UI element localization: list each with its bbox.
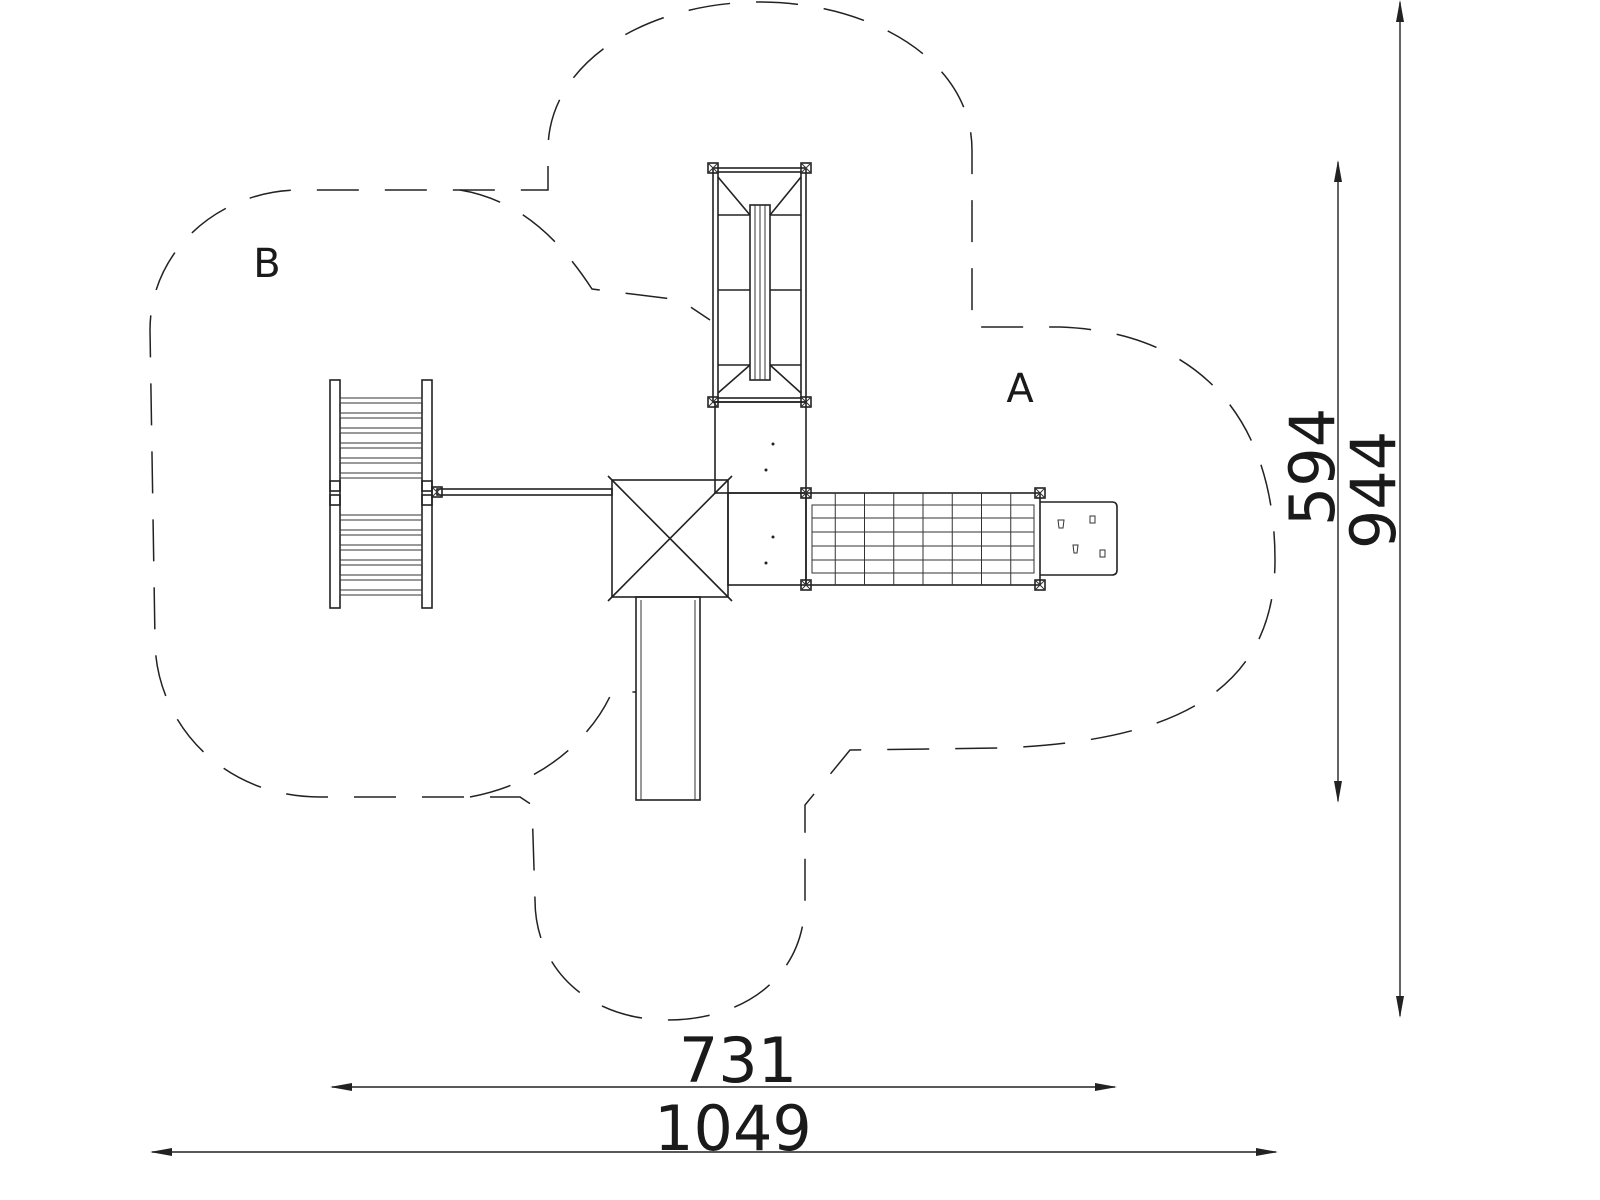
post-icon [707, 162, 719, 174]
climbing-wall [1040, 501, 1118, 576]
dimension-inner-height: 594 [1276, 160, 1349, 803]
safety-zone-outline [149, 1, 1276, 1021]
ladder-rung [339, 544, 423, 551]
ladder-rung [339, 514, 423, 521]
ladder-rung [339, 472, 423, 479]
ladder-rung [339, 529, 423, 536]
ladder-rung [339, 589, 423, 596]
dimension-outer-width: 1049 [150, 1092, 1278, 1165]
post-icon [1034, 487, 1046, 499]
dimension-inner-width: 731 [330, 1024, 1117, 1097]
ladder-rung [339, 397, 423, 404]
upper-frame-structure [707, 162, 812, 408]
dimension-label: 731 [679, 1024, 797, 1097]
ladder-rung [339, 442, 423, 449]
ladder-rung [339, 559, 423, 566]
ladder-rung [339, 457, 423, 464]
ladder-rung [339, 574, 423, 581]
roofed-tower [607, 475, 733, 602]
dimension-label: 594 [1276, 408, 1349, 526]
horizontal-bar [431, 486, 613, 498]
post-icon [1034, 579, 1046, 591]
net-bridge [800, 487, 1046, 591]
post-icon [800, 579, 812, 591]
zone-label-a: A [1006, 366, 1034, 412]
ladder-frame [329, 379, 433, 609]
dimension-label: 1049 [654, 1092, 812, 1165]
ladder-rung [339, 427, 423, 434]
post-icon [800, 162, 812, 174]
post-icon [800, 487, 812, 499]
ladder-rung [339, 412, 423, 419]
dimension-label: 944 [1337, 431, 1410, 549]
slide [635, 596, 701, 801]
zone-label-b: B [253, 241, 280, 287]
dimension-outer-height: 944 [1337, 0, 1410, 1018]
